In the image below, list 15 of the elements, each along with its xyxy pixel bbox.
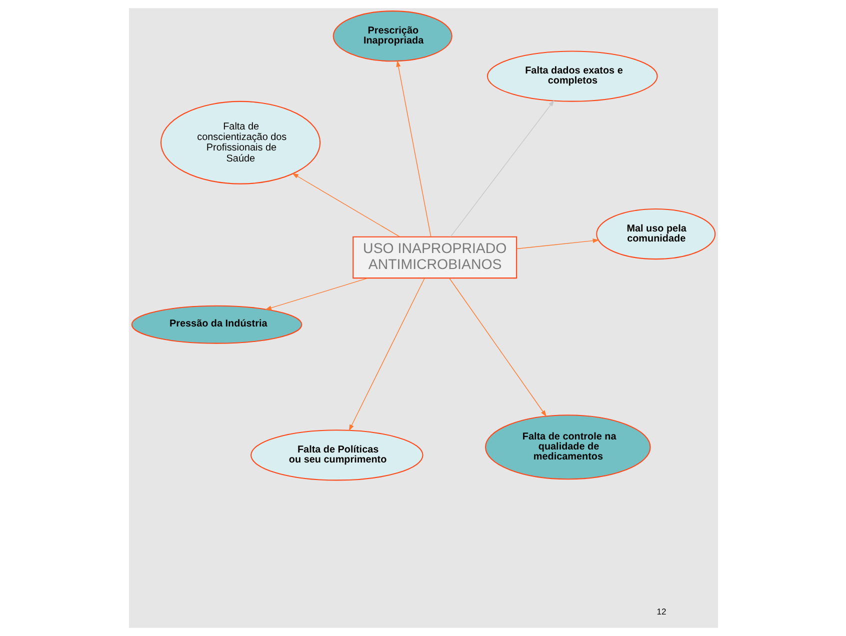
node-ellipse: Falta de controle na qualidade de medicamentos [484, 414, 650, 480]
arrow [292, 173, 400, 238]
arrow [348, 278, 424, 431]
label: 12 [656, 606, 666, 616]
node-box: USO INAPROPRIADO ANTIMICROBIANOS [352, 236, 517, 279]
node-ellipse: Prescrição Inapropriada [332, 10, 452, 62]
arrow [450, 100, 554, 238]
arrow [396, 60, 431, 238]
node-ellipse: Falta dados exatos e completos [486, 50, 658, 102]
node-ellipse: Falta de conscientização dos Profissionais de Saúde [160, 100, 320, 184]
arrow [448, 278, 546, 417]
arrow [264, 278, 368, 310]
node-ellipse: Mal uso pela comunidade [596, 208, 716, 260]
arrow [516, 238, 599, 250]
node-ellipse: Falta de Políticas ou seu cumprimento [250, 430, 423, 481]
